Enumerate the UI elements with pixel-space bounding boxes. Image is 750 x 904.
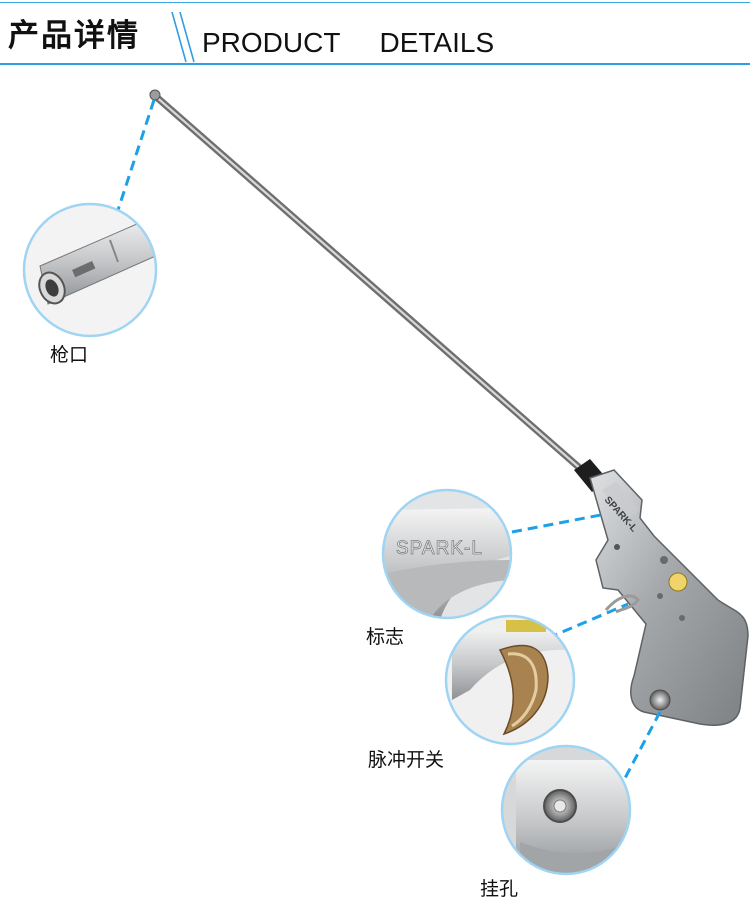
callout-label-nozzle: 枪口: [50, 344, 89, 366]
zoom-logo: SPARK-L: [381, 488, 513, 620]
lighter-rod: [149, 89, 586, 474]
zoom-hanging-hole: [500, 744, 632, 876]
section-header: 产品详情 PRODUCT DETAILS: [0, 0, 750, 66]
section-title-chinese: 产品详情: [8, 18, 140, 54]
header-top-rule: [0, 2, 750, 3]
callout-label-pulse-switch: 脉冲开关: [368, 749, 445, 771]
double-slash-divider: [171, 12, 195, 63]
callout-label-logo: 标志: [366, 626, 405, 648]
trigger-wire: [604, 594, 640, 614]
callout-connectors: [116, 99, 662, 781]
product-illustration: SPARK-L SPARK-L: [22, 89, 749, 876]
zoom-brand-mark: SPARK-L: [396, 538, 483, 559]
zoom-nozzle: [22, 202, 158, 338]
zoom-pulse-switch: [444, 614, 576, 746]
lighter-body: SPARK-L: [589, 469, 749, 726]
section-title-english: PRODUCT DETAILS: [202, 27, 495, 58]
callout-label-hanging-hole: 挂孔: [480, 878, 519, 900]
header-bottom-rule: [0, 63, 750, 65]
